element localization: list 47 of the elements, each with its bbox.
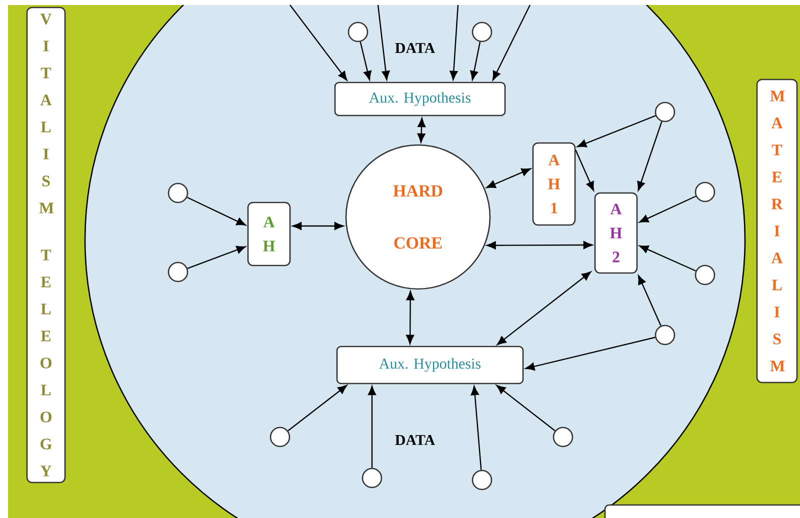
arrow [639, 245, 696, 272]
data-circle [654, 102, 676, 122]
partial-box [604, 504, 800, 518]
vertical-label-box: V I T A L I S M T E L E O L O G Y [26, 6, 66, 484]
arrow [377, 4, 390, 80]
arrow [577, 115, 656, 148]
data-circle [168, 182, 188, 204]
data-circle [472, 470, 492, 490]
data-circle [168, 262, 188, 282]
data-circle [270, 426, 290, 448]
data-circle [694, 264, 716, 286]
arrow [639, 196, 696, 223]
arrow [638, 275, 662, 326]
arrow [496, 384, 556, 432]
hypothesis-box: Aux. Hypothesis [334, 82, 506, 116]
hypothesis-box: A H [247, 202, 291, 266]
vertical-label-box: M A T E R I A L I S M [756, 78, 798, 384]
data-label: DATA [395, 43, 436, 53]
arrow [186, 196, 246, 226]
data-circle [552, 426, 574, 448]
arrow [470, 386, 482, 470]
arrow [368, 386, 376, 468]
data-circle [362, 468, 382, 488]
arrow [470, 42, 481, 80]
arrow [360, 42, 372, 80]
double-arrow [486, 241, 593, 250]
data-circle [348, 22, 368, 42]
data-label: DATA [395, 435, 436, 445]
hypothesis-box: Aux. Hypothesis [336, 346, 524, 384]
arrow [575, 150, 594, 191]
arrow [290, 4, 348, 81]
arrow [288, 384, 348, 432]
data-circle [654, 324, 676, 346]
double-arrow [417, 118, 426, 143]
double-arrow [292, 222, 344, 230]
double-arrow [496, 271, 592, 346]
arrow [637, 121, 662, 191]
arrow [450, 4, 459, 80]
data-circle [694, 182, 716, 202]
data-circle [472, 22, 492, 42]
double-arrow [486, 168, 531, 188]
hypothesis-box: A H 2 [594, 192, 638, 274]
double-arrow [406, 290, 414, 344]
arrow [492, 4, 531, 80]
arrow [187, 246, 246, 269]
hypothesis-box: A H 1 [532, 142, 576, 226]
arrow [525, 336, 656, 370]
